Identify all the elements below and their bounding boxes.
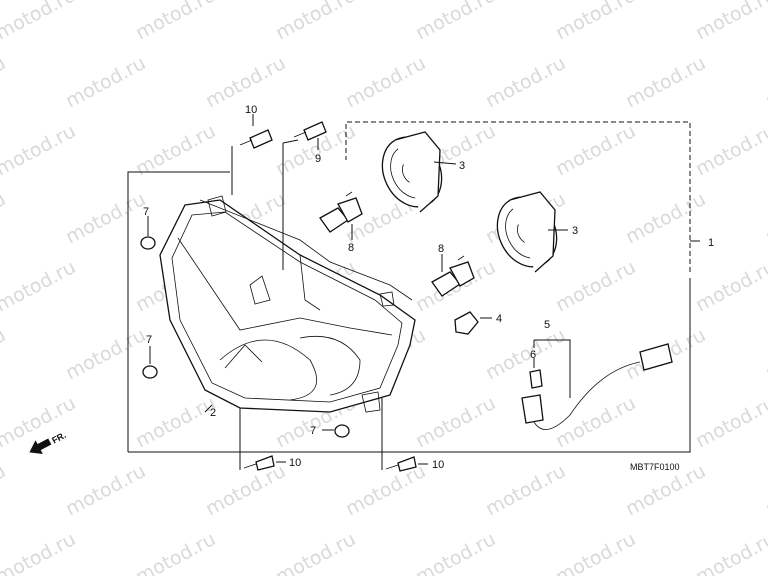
callout-3-lower: 3 (572, 225, 578, 237)
callout-7-bottom: 7 (310, 425, 316, 437)
watermark-text: motod.ru (0, 120, 79, 180)
callout-1: 1 (708, 237, 714, 249)
callout-6: 6 (530, 349, 536, 361)
leader-lines (147, 114, 571, 470)
headlight-housing (159, 195, 416, 413)
bulb-socket-lower (496, 191, 558, 273)
screw-upper-mid (293, 121, 327, 141)
nut-left-lower (142, 365, 158, 379)
watermark-text: motod.ru (762, 324, 768, 384)
assembly-outline (127, 121, 700, 453)
watermark-text: motod.ru (552, 528, 639, 576)
watermark-text: motod.ru (412, 392, 499, 452)
callouts: 1 2 3 3 4 5 6 7 7 7 8 8 9 10 10 10 (143, 104, 714, 471)
screw-bottom-left (243, 455, 275, 471)
callout-8-upper: 8 (348, 242, 354, 254)
diagram-code: MBT7F0100 (630, 462, 680, 472)
callout-2: 2 (210, 407, 216, 419)
watermark-text: motod.ru (132, 392, 219, 452)
position-lamp-socket (454, 311, 479, 335)
watermark-text: motod.ru (0, 324, 9, 384)
screw-bottom-right (385, 456, 417, 472)
watermark-text: motod.ru (202, 460, 289, 520)
watermark-text: motod.ru (692, 392, 768, 452)
watermark-text: motod.ru (482, 460, 569, 520)
watermark-text: motod.ru (0, 256, 79, 316)
callout-7-upper: 7 (143, 206, 149, 218)
watermark-text: motod.ru (482, 52, 569, 112)
watermark-text: motod.ru (0, 528, 79, 576)
bulb-socket-upper (381, 131, 443, 213)
watermark-text: motod.ru (0, 0, 79, 44)
watermark-text: motod.ru (692, 256, 768, 316)
watermark-text: motod.ru (762, 52, 768, 112)
nut-left-upper (140, 236, 156, 250)
watermark-text: motod.ru (132, 528, 219, 576)
watermark-text: motod.ru (412, 0, 499, 44)
watermark-text: motod.ru (272, 528, 359, 576)
watermark-text: motod.ru (132, 120, 219, 180)
position-lamp-harness (521, 343, 673, 430)
watermark-text: motod.ru (622, 52, 709, 112)
callout-3-upper: 3 (459, 160, 465, 172)
watermark-text: motod.ru (62, 324, 149, 384)
headlight-bulb-upper (319, 191, 363, 233)
watermark-text: motod.ru (482, 324, 569, 384)
watermark-text: motod.ru (412, 528, 499, 576)
watermark-text: motod.ru (62, 188, 149, 248)
headlight-bulb-lower (431, 255, 475, 297)
callout-8-lower: 8 (438, 243, 444, 255)
screw-upper-left (239, 129, 273, 149)
watermark-text: motod.ru (552, 256, 639, 316)
watermark-text: motod.ru (132, 0, 219, 44)
watermark-text: motod.ru (342, 460, 429, 520)
watermark-text: motod.ru (692, 0, 768, 44)
watermark-text: motod.ru (342, 52, 429, 112)
callout-10-top: 10 (245, 104, 257, 116)
nut-bottom (334, 424, 350, 438)
direction-label: FR. (50, 430, 67, 446)
watermark-text: motod.ru (272, 0, 359, 44)
watermark-text: motod.ru (62, 52, 149, 112)
callout-10-bottom-left: 10 (289, 457, 301, 469)
callout-7-middle: 7 (146, 334, 152, 346)
watermark-text: motod.ru (692, 528, 768, 576)
watermark-text: motod.ru (552, 120, 639, 180)
watermark-text: motod.ru (692, 120, 768, 180)
watermark-text: motod.ru (622, 188, 709, 248)
watermark-text: motod.ru (762, 188, 768, 248)
watermark-text: motod.ru (62, 460, 149, 520)
callout-5: 5 (544, 319, 550, 331)
watermark-text: motod.ru (552, 0, 639, 44)
callout-9: 9 (315, 153, 321, 165)
watermark-text: motod.ru (762, 460, 768, 520)
watermark-text: motod.ru (552, 392, 639, 452)
watermark-text: motod.ru (0, 188, 9, 248)
callout-10-bottom-right: 10 (432, 459, 444, 471)
watermark-text: motod.ru (0, 52, 9, 112)
watermark-text: motod.ru (0, 460, 9, 520)
callout-4: 4 (496, 313, 502, 325)
